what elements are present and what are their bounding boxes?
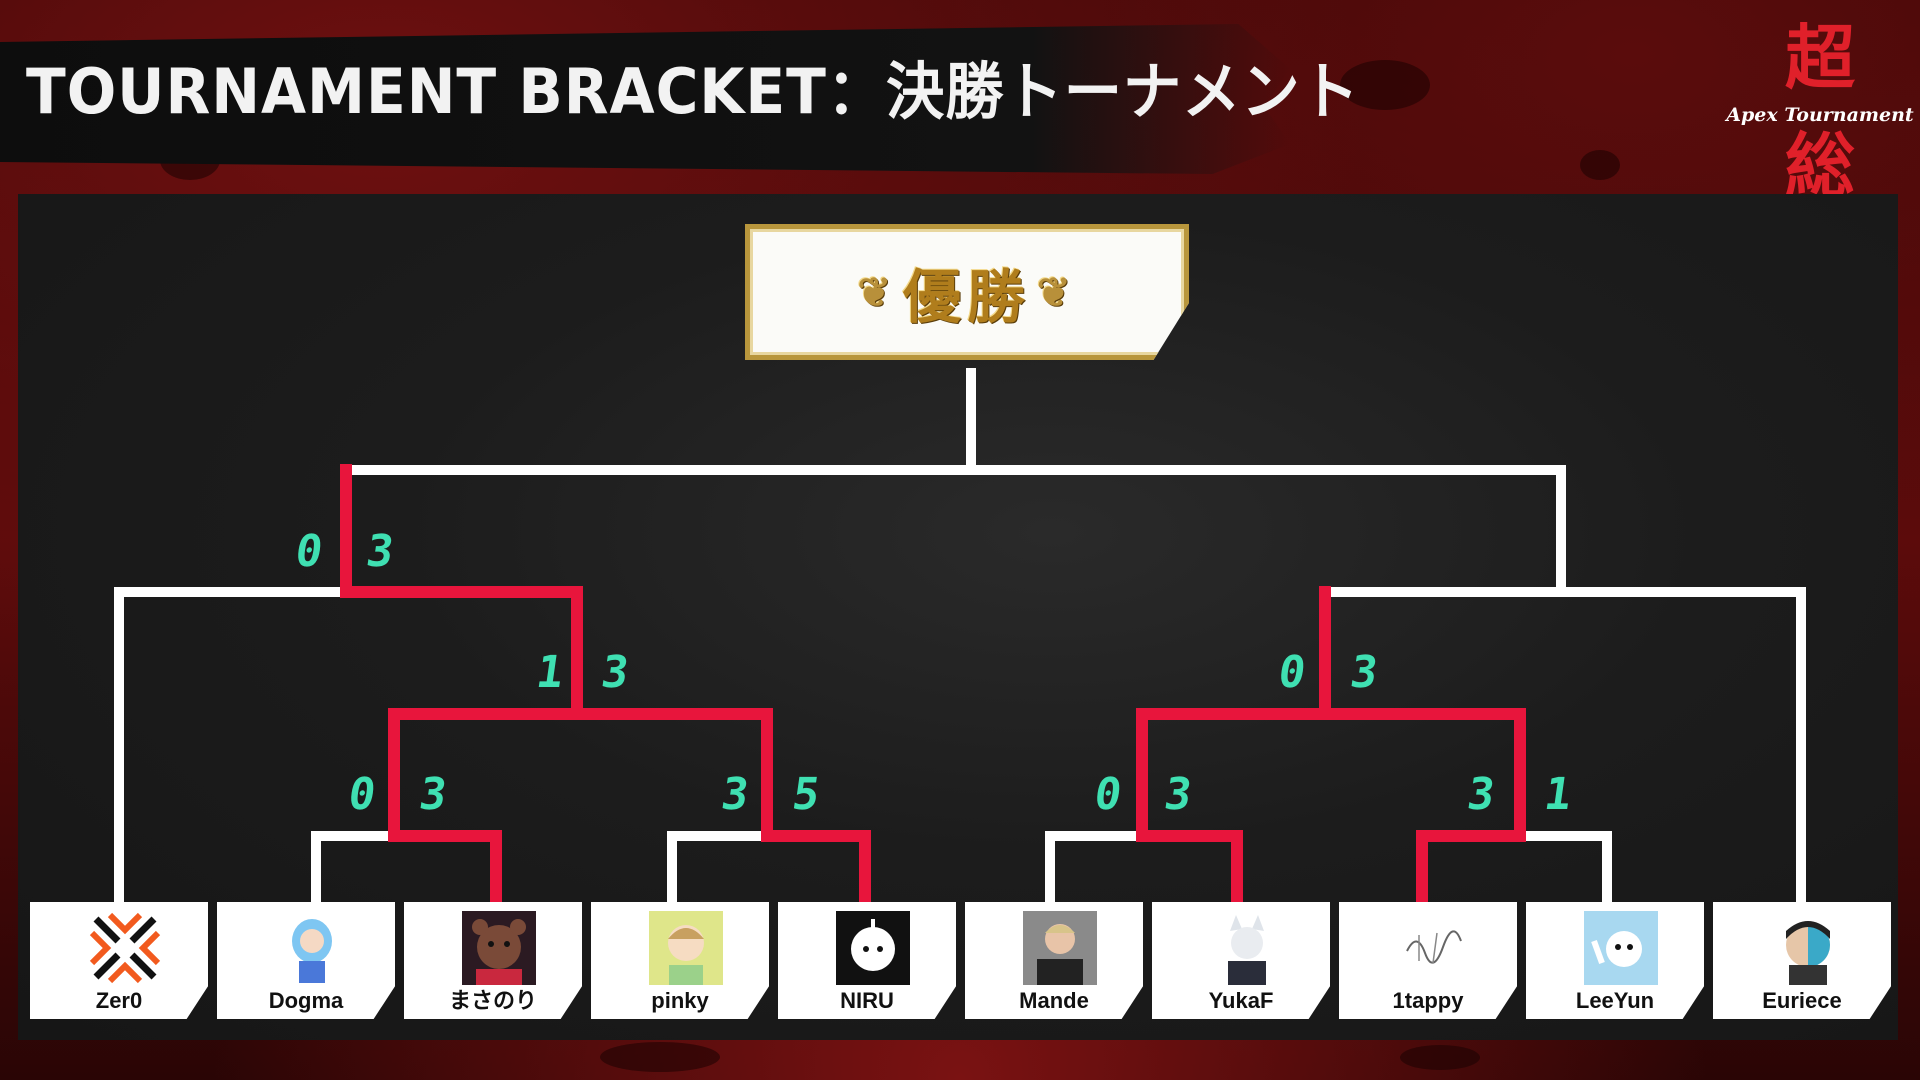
- player-name: Mande: [965, 986, 1143, 1016]
- winning-path-right-a: [1142, 592, 1325, 905]
- line-r1a: [316, 836, 394, 905]
- yukaf-avatar-icon: [1209, 910, 1285, 986]
- euriece-avatar-icon: [1770, 910, 1846, 986]
- line-r1b: [672, 836, 765, 905]
- mande-photo-icon: [1022, 910, 1098, 986]
- bear-avatar-icon: [461, 910, 537, 986]
- player-card-niru[interactable]: NIRU: [778, 902, 956, 1019]
- player-name: Euriece: [1713, 986, 1891, 1016]
- player-name: Zer0: [30, 986, 208, 1016]
- laurel-right-icon: ❦: [1037, 269, 1077, 316]
- player-card-masanori[interactable]: まさのり: [404, 902, 582, 1019]
- player-name: 1tappy: [1339, 986, 1517, 1016]
- line-sf-right: [1330, 592, 1801, 905]
- player-name: LeeYun: [1526, 986, 1704, 1016]
- 1tappy-signature-icon: [1396, 910, 1472, 986]
- pinky-avatar-icon: [648, 910, 724, 986]
- player-card-mande[interactable]: Mande: [965, 902, 1143, 1019]
- niru-logo-icon: [835, 910, 911, 986]
- zer0-logo-icon: [87, 910, 163, 986]
- player-name: NIRU: [778, 986, 956, 1016]
- player-card-yukaf[interactable]: YukaF: [1152, 902, 1330, 1019]
- dogma-avatar-icon: [274, 910, 350, 986]
- line-sf-left: [119, 592, 339, 905]
- winner-box: ❦ 優勝 ❦: [745, 224, 1189, 360]
- player-card-pinky[interactable]: pinky: [591, 902, 769, 1019]
- player-card-zer0[interactable]: Zer0: [30, 902, 208, 1019]
- winner-label: 優勝: [903, 250, 1031, 334]
- player-card-1tappy[interactable]: 1tappy: [1339, 902, 1517, 1019]
- line-r1c: [1050, 836, 1140, 905]
- player-card-leeyun[interactable]: LeeYun: [1526, 902, 1704, 1019]
- player-card-euriece[interactable]: Euriece: [1713, 902, 1891, 1019]
- player-card-dogma[interactable]: Dogma: [217, 902, 395, 1019]
- player-name: まさのり: [404, 986, 582, 1016]
- player-name: YukaF: [1152, 986, 1330, 1016]
- player-name: Dogma: [217, 986, 395, 1016]
- winner-label-row: ❦ 優勝 ❦: [750, 229, 1184, 355]
- laurel-left-icon: ❦: [857, 269, 897, 316]
- leeyun-avatar-icon: [1583, 910, 1659, 986]
- line-r1d: [1525, 836, 1607, 905]
- player-name: pinky: [591, 986, 769, 1016]
